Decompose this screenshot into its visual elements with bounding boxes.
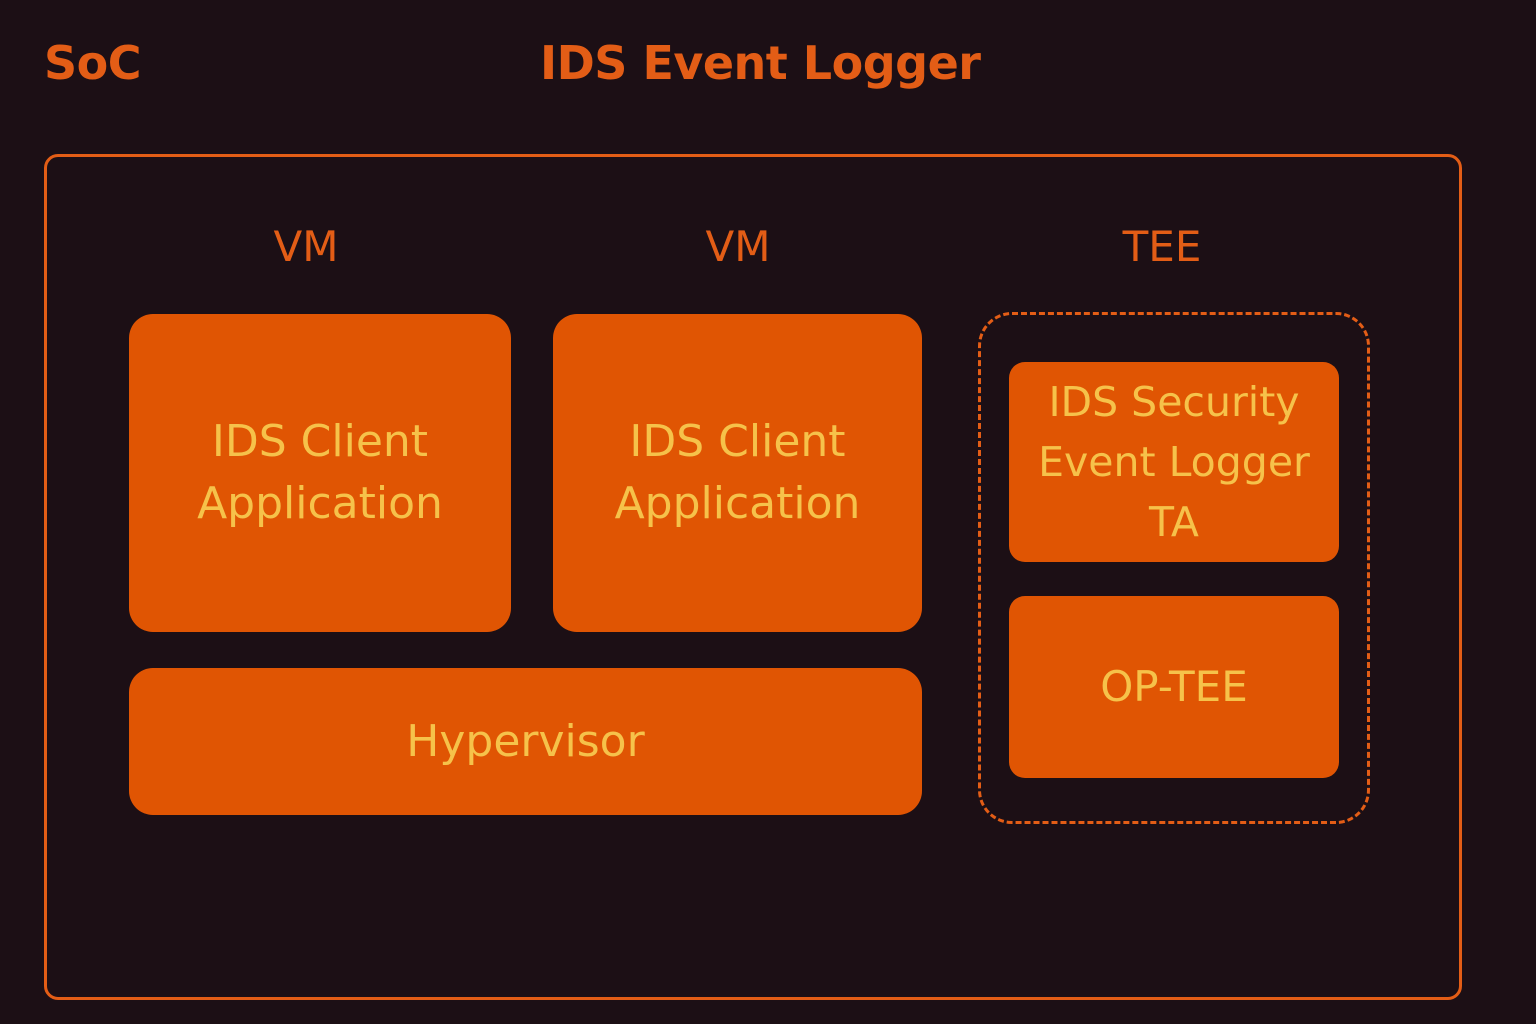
logger-ta-line-1: IDS Security	[1048, 378, 1300, 426]
vm-label-1: VM	[273, 222, 339, 271]
hypervisor-block: Hypervisor	[129, 668, 922, 815]
soc-boundary	[44, 154, 1462, 1000]
client-app-1-line-1: IDS Client	[211, 416, 429, 467]
client-app-2-line-2: Application	[614, 478, 861, 529]
logger-ta-line-2: Event Logger TA	[1038, 438, 1310, 546]
diagram-title: IDS Event Logger	[540, 36, 981, 90]
client-app-1-line-2: Application	[197, 478, 443, 529]
tee-label: TEE	[1122, 222, 1202, 271]
hypervisor-label: Hypervisor	[406, 715, 645, 767]
op-tee-label: OP-TEE	[1100, 662, 1248, 711]
vm-label-2: VM	[705, 222, 771, 271]
soc-label: SoC	[44, 36, 142, 90]
client-app-block-2: IDS Client Application	[553, 314, 922, 632]
tee-boundary	[978, 312, 1370, 824]
op-tee-block: OP-TEE	[1009, 596, 1339, 778]
client-app-block-1: IDS Client Application	[129, 314, 511, 632]
logger-ta-block: IDS Security Event Logger TA	[1009, 362, 1339, 562]
client-app-2-line-1: IDS Client	[629, 416, 846, 467]
